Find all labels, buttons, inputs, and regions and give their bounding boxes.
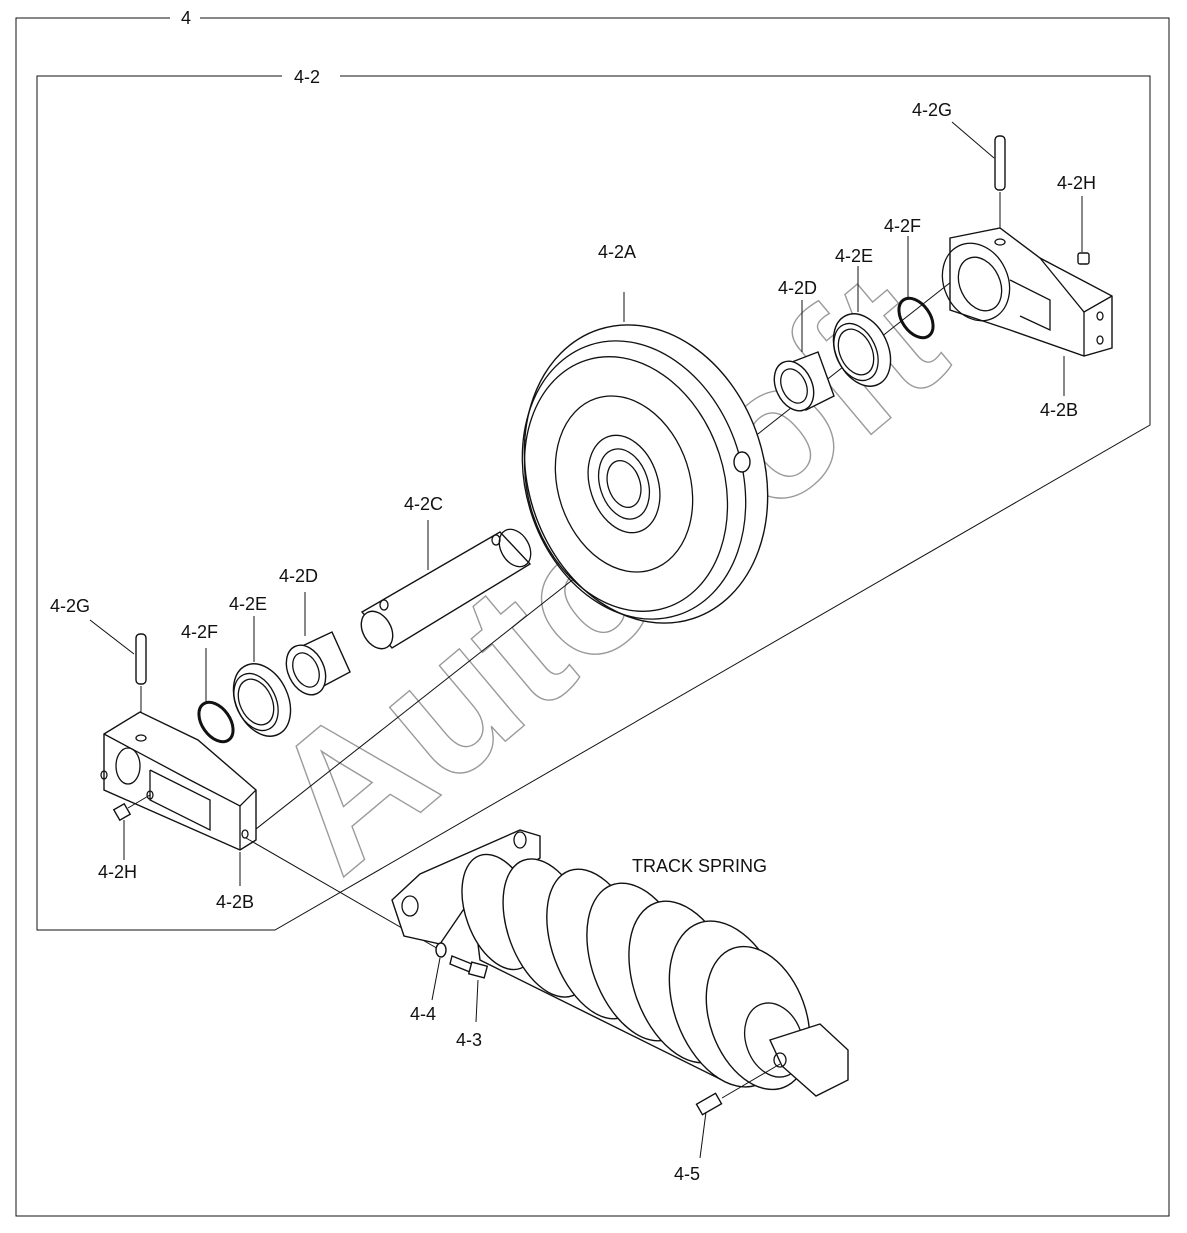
pin-right bbox=[994, 135, 1006, 191]
track-spring bbox=[391, 829, 849, 1097]
label-idler-wheel: 4-2A bbox=[598, 242, 636, 262]
label-oring-left: 4-2F bbox=[181, 622, 218, 642]
pin-left bbox=[135, 633, 147, 685]
label-track-spring: TRACK SPRING bbox=[632, 856, 767, 876]
label-seal-left: 4-2E bbox=[229, 594, 267, 614]
label-group-4-2: 4-2 bbox=[294, 67, 320, 87]
shaft bbox=[360, 528, 532, 650]
label-bushing-right: 4-2D bbox=[778, 278, 817, 298]
label-plug-right: 4-2H bbox=[1057, 173, 1096, 193]
label-oring-right: 4-2F bbox=[884, 216, 921, 236]
label-pin-left: 4-2G bbox=[50, 596, 90, 616]
bushing-left bbox=[285, 631, 351, 696]
label-bolt: 4-3 bbox=[456, 1030, 482, 1050]
plug-left-axis bbox=[127, 794, 151, 809]
grease-fitting-axis bbox=[721, 1063, 781, 1099]
bushing-right bbox=[773, 351, 835, 412]
label-shaft: 4-2C bbox=[404, 494, 443, 514]
leader-washer bbox=[431, 957, 441, 1001]
leader-bolt bbox=[475, 979, 479, 1023]
leader-pin-right bbox=[951, 121, 995, 159]
washer bbox=[435, 942, 447, 958]
seal-right bbox=[832, 313, 892, 387]
leader-grease-fitting bbox=[699, 1111, 707, 1159]
label-bushing-left: 4-2D bbox=[279, 566, 318, 586]
plug-right bbox=[1077, 252, 1090, 265]
idler-wheel bbox=[521, 324, 769, 624]
plug-left bbox=[112, 802, 132, 822]
label-bracket-left: 4-2B bbox=[216, 892, 254, 912]
label-seal-right: 4-2E bbox=[835, 246, 873, 266]
label-washer: 4-4 bbox=[410, 1004, 436, 1024]
bracket-left bbox=[100, 711, 257, 851]
seal-left bbox=[232, 663, 292, 737]
oring-right bbox=[897, 296, 935, 340]
frame-group-4: 4 bbox=[15, 8, 1170, 1217]
grease-fitting bbox=[695, 1092, 723, 1116]
frame-group-4-2: 4-2 bbox=[36, 67, 1151, 931]
label-grease-fitting: 4-5 bbox=[674, 1164, 700, 1184]
bracket-right bbox=[941, 227, 1113, 357]
oring-left bbox=[197, 700, 235, 744]
label-plug-left: 4-2H bbox=[98, 862, 137, 882]
bolt bbox=[449, 955, 489, 979]
label-group-4: 4 bbox=[181, 8, 191, 28]
leader-pin-left bbox=[89, 619, 135, 655]
label-bracket-right: 4-2B bbox=[1040, 400, 1078, 420]
label-pin-right: 4-2G bbox=[912, 100, 952, 120]
